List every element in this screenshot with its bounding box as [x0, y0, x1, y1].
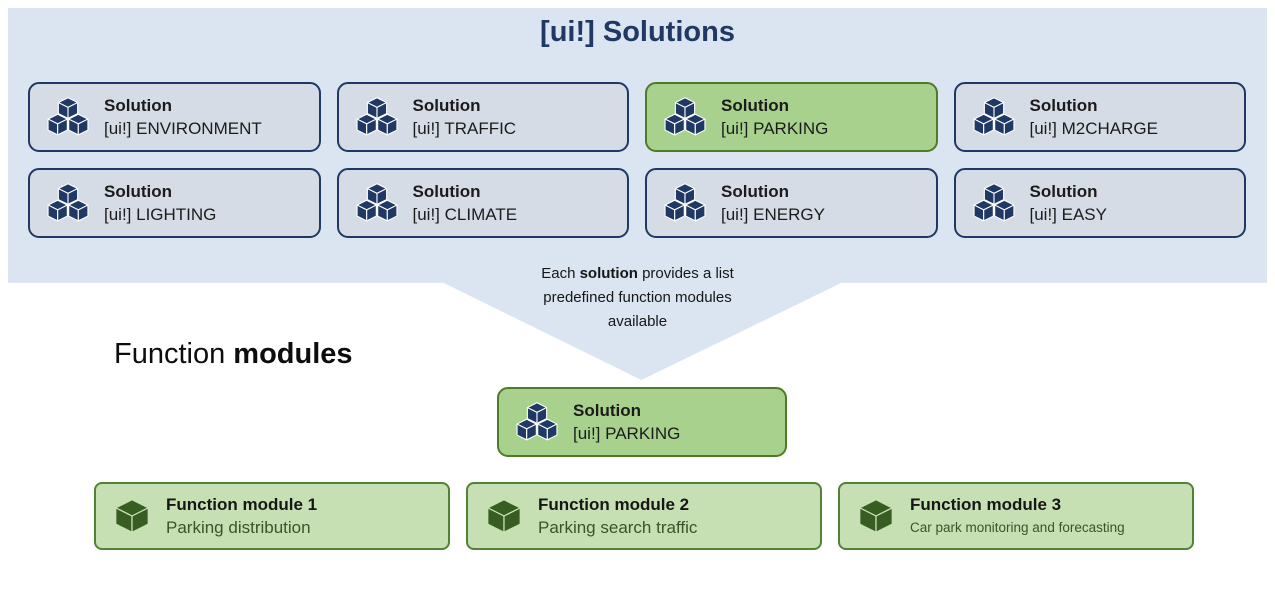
cubes-icon — [972, 181, 1016, 225]
solution-card-parking: Solution [ui!] PARKING — [645, 82, 938, 152]
section-title-function-modules: Function modules — [114, 338, 353, 371]
solutions-grid: Solution [ui!] ENVIRONMENT Solution [ui!… — [28, 82, 1246, 238]
solution-card-label: Solution — [1029, 182, 1098, 201]
solution-card-name: [ui!] EASY — [1029, 205, 1107, 224]
arrow-caption-line3: available — [607, 313, 668, 330]
solution-card-label: Solution — [1029, 96, 1098, 115]
function-module-title: Function module 3 — [910, 495, 1062, 514]
solution-card-name: [ui!] ENVIRONMENT — [104, 119, 262, 138]
function-module-title: Function module 1 — [166, 495, 318, 514]
arrow-caption-line2: predefined function modules — [543, 289, 732, 306]
solution-card-m2charge: Solution [ui!] M2CHARGE — [953, 82, 1246, 152]
solution-card-climate: Solution [ui!] CLIMATE — [336, 168, 629, 238]
cubes-icon — [355, 95, 399, 139]
solution-card-label: Solution — [412, 96, 481, 115]
solution-card-name: [ui!] M2CHARGE — [1029, 119, 1158, 138]
function-module-title: Function module 2 — [538, 495, 690, 514]
function-module-card-1: Function module 1 Parking distribution — [94, 482, 450, 550]
solution-card-name: [ui!] LIGHTING — [104, 205, 217, 224]
arrow-caption-line1: Each solution provides a list — [0, 262, 1275, 286]
solution-card-label: Solution — [104, 182, 172, 201]
solution-card-name: [ui!] ENERGY — [721, 205, 825, 224]
solution-card-name: [ui!] PARKING — [721, 119, 829, 138]
solution-card-name: [ui!] TRAFFIC — [412, 119, 517, 138]
solution-card-easy: Solution [ui!] EASY — [953, 168, 1246, 238]
solution-card-name: [ui!] CLIMATE — [412, 205, 518, 224]
cubes-icon — [663, 95, 707, 139]
cubes-icon — [46, 181, 90, 225]
arrow-caption: Each solution provides a list predefined… — [0, 262, 1275, 334]
box-icon — [112, 496, 152, 536]
function-module-subtitle: Parking distribution — [166, 518, 311, 537]
cubes-icon — [46, 95, 90, 139]
solution-card-traffic: Solution [ui!] TRAFFIC — [336, 82, 629, 152]
solution-card-name: [ui!] PARKING — [573, 424, 681, 443]
box-icon — [484, 496, 524, 536]
function-module-card-2: Function module 2 Parking search traffic — [466, 482, 822, 550]
function-module-card-3: Function module 3 Car park monitoring an… — [838, 482, 1194, 550]
solution-card-lighting: Solution [ui!] LIGHTING — [28, 168, 321, 238]
function-module-subtitle: Parking search traffic — [538, 518, 698, 537]
solution-card-label: Solution — [104, 96, 172, 115]
selected-solution-card-parking: Solution [ui!] PARKING — [497, 387, 787, 457]
function-module-subtitle: Car park monitoring and forecasting — [910, 520, 1125, 535]
cubes-icon — [355, 181, 399, 225]
page-title: [ui!] Solutions — [540, 16, 735, 48]
box-icon — [856, 496, 896, 536]
cubes-icon — [972, 95, 1016, 139]
cubes-icon — [515, 400, 559, 444]
function-modules-row: Function module 1 Parking distribution F… — [94, 482, 1194, 550]
solution-card-energy: Solution [ui!] ENERGY — [645, 168, 938, 238]
solution-card-label: Solution — [412, 182, 481, 201]
solution-card-label: Solution — [721, 96, 789, 115]
solution-card-environment: Solution [ui!] ENVIRONMENT — [28, 82, 321, 152]
cubes-icon — [663, 181, 707, 225]
section-title-bold: modules — [233, 338, 353, 370]
solution-card-label: Solution — [573, 401, 641, 420]
section-title-normal: Function — [114, 338, 234, 370]
arrow-caption-text: provides a list — [637, 265, 734, 282]
arrow-caption-text: Each — [541, 265, 580, 282]
solution-card-label: Solution — [721, 182, 789, 201]
arrow-caption-bold-word: solution — [579, 265, 638, 282]
